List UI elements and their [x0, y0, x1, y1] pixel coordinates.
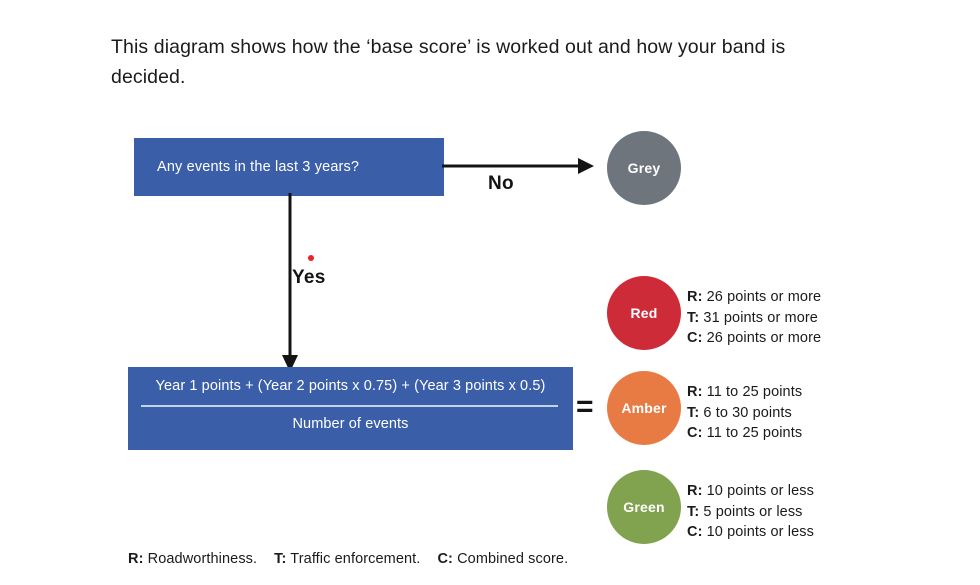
- criteria-line: R: 11 to 25 points: [687, 382, 802, 403]
- criteria-value: 10 points or less: [702, 483, 814, 499]
- criteria-value: 6 to 30 points: [699, 404, 792, 421]
- branch-label-yes: Yes: [292, 267, 326, 288]
- band-circle-green: Green: [607, 470, 681, 544]
- intro-paragraph: This diagram shows how the ‘base score’ …: [111, 35, 786, 88]
- criteria-line: R: 10 points or less: [687, 481, 814, 502]
- criteria-value: 11 to 25 points: [702, 384, 803, 400]
- band-circle-red: Red: [607, 276, 681, 350]
- band-circle-amber: Amber: [607, 371, 681, 445]
- criteria-line: R: 26 points or more: [687, 287, 821, 308]
- decision-question-label: Any events in the last 3 years?: [157, 159, 360, 175]
- band-label-amber: Amber: [621, 400, 667, 416]
- criteria-key: R:: [687, 483, 703, 499]
- formula-denominator: Number of events: [292, 416, 409, 432]
- criteria-value: 26 points or more: [702, 289, 822, 305]
- band-circle-grey: Grey: [607, 131, 681, 205]
- criteria-line: T: 6 to 30 points: [687, 403, 802, 424]
- criteria-key: C:: [687, 425, 703, 441]
- decision-box: Any events in the last 3 years?: [134, 138, 444, 196]
- key-abbrev: C:: [437, 551, 453, 567]
- formula-box: Year 1 points + (Year 2 points x 0.75) +…: [128, 367, 573, 450]
- arrow-no: [442, 158, 594, 174]
- band-label-grey: Grey: [627, 160, 661, 176]
- criteria-key: T:: [687, 503, 700, 520]
- key-meaning: Roadworthiness.: [143, 551, 258, 567]
- footer-key: R: Roadworthiness. T: Traffic enforcement…: [128, 551, 568, 567]
- red-dot-marker: [308, 255, 314, 261]
- criteria-line: C: 11 to 25 points: [687, 423, 802, 444]
- criteria-line: T: 31 points or more: [687, 308, 821, 329]
- criteria-key: T:: [687, 309, 700, 326]
- criteria-key: C:: [687, 524, 703, 540]
- criteria-value: 5 points or less: [699, 503, 803, 520]
- criteria-value: 11 to 25 points: [702, 425, 803, 441]
- criteria-value: 10 points or less: [702, 524, 814, 540]
- criteria-value: 26 points or more: [702, 330, 822, 346]
- band-label-red: Red: [630, 305, 658, 321]
- criteria-key: T:: [687, 404, 700, 421]
- equals-sign: =: [576, 390, 594, 423]
- criteria-line: T: 5 points or less: [687, 502, 814, 523]
- criteria-key: R:: [687, 384, 703, 400]
- formula-numerator: Year 1 points + (Year 2 points x 0.75) +…: [155, 378, 546, 394]
- key-meaning: Traffic enforcement.: [286, 551, 421, 567]
- key-abbrev: T:: [274, 551, 287, 567]
- fraction-line: [141, 405, 558, 407]
- criteria-line: C: 10 points or less: [687, 522, 814, 543]
- criteria-value: 31 points or more: [699, 309, 818, 326]
- branch-label-no: No: [488, 173, 514, 194]
- criteria-key: C:: [687, 330, 703, 346]
- key-abbrev: R:: [128, 551, 144, 567]
- key-meaning: Combined score.: [452, 551, 569, 567]
- criteria-line: C: 26 points or more: [687, 328, 821, 349]
- band-label-green: Green: [623, 499, 665, 515]
- criteria-key: R:: [687, 289, 703, 305]
- arrow-yes: [282, 193, 298, 372]
